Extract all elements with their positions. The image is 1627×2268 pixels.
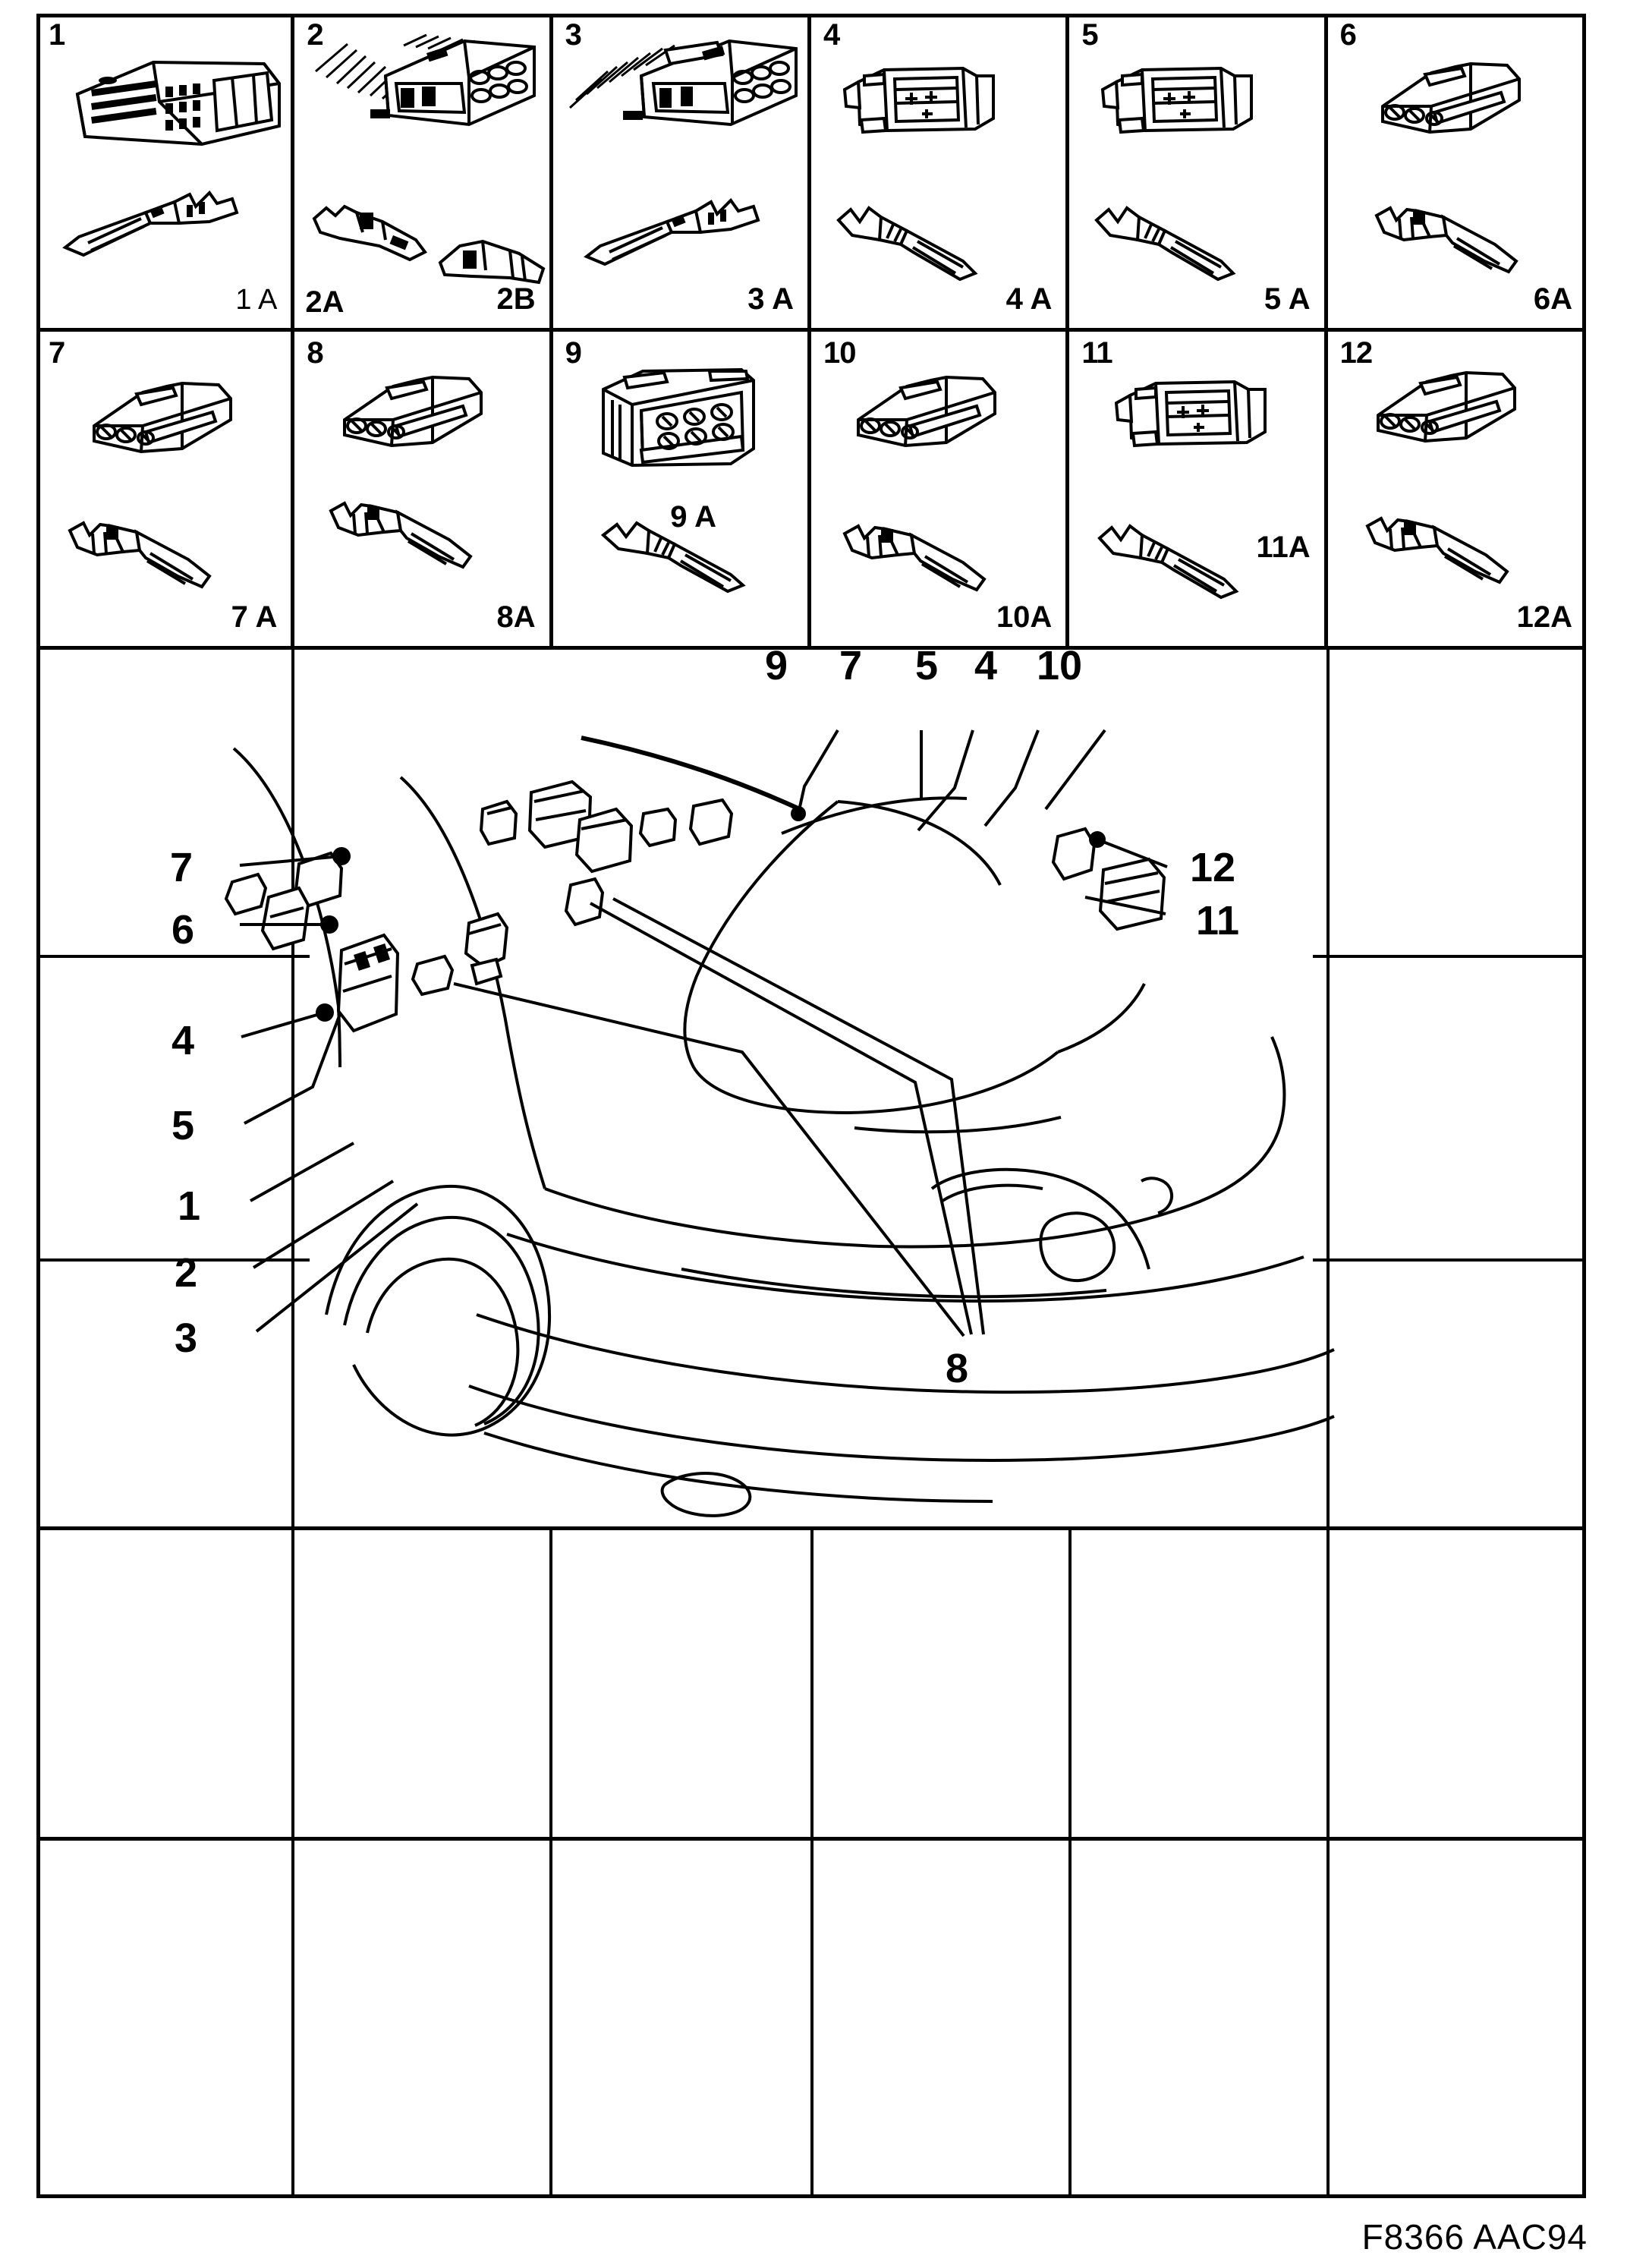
part-caption: 10A bbox=[996, 600, 1053, 634]
terminal-pin-art bbox=[328, 499, 495, 582]
part-index-label: 3 bbox=[565, 18, 582, 52]
grid-line-horizontal bbox=[1313, 1258, 1586, 1262]
part-caption-b: 2B bbox=[496, 282, 536, 316]
grid-line-horizontal bbox=[36, 1526, 1586, 1530]
grid-line-vertical bbox=[1326, 650, 1330, 1530]
terminal-pin-art bbox=[1092, 202, 1259, 285]
grid-line-vertical bbox=[291, 650, 294, 1530]
callout-left-7: 7 bbox=[170, 845, 194, 890]
connector-housing-art bbox=[855, 373, 1007, 456]
connector-housing-art bbox=[1375, 368, 1527, 452]
part-cell-2[interactable]: 2 bbox=[294, 14, 553, 332]
connector-housing-art bbox=[68, 47, 288, 153]
grid-line-vertical bbox=[1326, 1530, 1330, 2198]
callout-left-3: 3 bbox=[175, 1315, 198, 1361]
part-index-label: 11 bbox=[1081, 336, 1112, 370]
connector-housing-art bbox=[341, 373, 501, 456]
callout-top-10: 10 bbox=[1037, 643, 1083, 688]
lower-blank-grid bbox=[36, 1530, 1586, 2198]
callout-top-7: 7 bbox=[839, 643, 863, 688]
callout-left-6: 6 bbox=[172, 907, 195, 953]
terminal-pin-art bbox=[61, 188, 250, 264]
part-cell-11[interactable]: 11 bbox=[1069, 332, 1328, 650]
connector-housing-art bbox=[568, 32, 804, 153]
part-index-label: 1 bbox=[49, 18, 65, 52]
part-caption: 3 A bbox=[747, 282, 794, 316]
callout-left-1: 1 bbox=[178, 1183, 201, 1229]
terminal-pin-art bbox=[842, 521, 1009, 605]
terminal-pin-art bbox=[600, 512, 767, 596]
part-index-label: 8 bbox=[307, 336, 323, 370]
grid-line-vertical bbox=[810, 1530, 814, 2198]
terminal-pin-art bbox=[834, 202, 1001, 285]
terminal-pin-art bbox=[582, 194, 772, 270]
callout-bottom-8: 8 bbox=[946, 1346, 969, 1391]
part-cell-9[interactable]: 9 bbox=[552, 332, 811, 650]
part-index-label: 2 bbox=[307, 18, 323, 52]
callout-right-12: 12 bbox=[1190, 845, 1236, 890]
terminal-pin-art bbox=[1095, 520, 1262, 603]
part-cell-5[interactable]: 5 bbox=[1069, 14, 1328, 332]
callout-top-5: 5 bbox=[915, 643, 939, 688]
part-index-label: 12 bbox=[1339, 336, 1373, 370]
part-index-label: 7 bbox=[49, 336, 65, 370]
illustration-row: 9 7 5 4 10 7 6 4 5 1 2 3 12 11 8 bbox=[36, 645, 1586, 1530]
part-cell-4[interactable]: 4 bbox=[811, 14, 1070, 332]
grid-line-horizontal bbox=[36, 1258, 310, 1262]
part-caption: 12A bbox=[1516, 600, 1572, 634]
grid-line-horizontal bbox=[36, 1837, 1586, 1841]
parts-grid: 1 bbox=[36, 14, 1586, 650]
grid-line-vertical bbox=[549, 1530, 552, 2198]
connector-block-art bbox=[597, 365, 764, 471]
callout-left-2: 2 bbox=[175, 1250, 198, 1296]
grid-line-horizontal bbox=[36, 955, 310, 958]
connector-housing-art bbox=[842, 59, 1001, 150]
connector-housing-art bbox=[1380, 59, 1531, 143]
part-index-label: 9 bbox=[565, 336, 582, 370]
terminal-pin-art-a bbox=[310, 202, 439, 267]
callout-right-11: 11 bbox=[1196, 898, 1240, 943]
connector-housing-art bbox=[313, 30, 540, 152]
part-cell-7[interactable]: 7 bbox=[36, 332, 295, 650]
grid-line-horizontal bbox=[1313, 955, 1586, 958]
part-caption: 4 A bbox=[1005, 282, 1053, 316]
part-caption: 11A bbox=[1256, 531, 1311, 564]
grid-line-vertical bbox=[1068, 1530, 1072, 2198]
connector-housing-art bbox=[1113, 373, 1280, 464]
terminal-pin-art bbox=[1374, 203, 1540, 287]
part-cell-3[interactable]: 3 bbox=[552, 14, 811, 332]
terminal-pin-art bbox=[67, 518, 234, 602]
part-caption: 6A bbox=[1533, 282, 1572, 316]
callout-left-5: 5 bbox=[172, 1103, 195, 1148]
terminal-pin-art-b bbox=[437, 231, 549, 291]
plate-reference-code: F8366 AAC94 bbox=[1361, 2217, 1588, 2257]
part-index-label: 6 bbox=[1339, 18, 1357, 52]
callout-top-4: 4 bbox=[974, 643, 998, 688]
part-caption-a: 2A bbox=[305, 285, 345, 319]
part-caption: 9 A bbox=[670, 500, 716, 534]
callout-top-9: 9 bbox=[765, 643, 788, 688]
part-caption: 5 A bbox=[1264, 282, 1311, 316]
part-index-label: 4 bbox=[823, 18, 840, 52]
part-caption: 7 A bbox=[231, 600, 278, 634]
grid-line-vertical bbox=[291, 1530, 294, 2198]
part-cell-12[interactable]: 12 bbox=[1327, 332, 1586, 650]
part-caption: 1 A bbox=[235, 284, 278, 316]
part-cell-10[interactable]: 10 bbox=[811, 332, 1070, 650]
part-index-label: 5 bbox=[1081, 18, 1098, 52]
connector-housing-art bbox=[91, 379, 243, 462]
car-rear-illustration bbox=[150, 657, 1335, 1517]
terminal-pin-art bbox=[1364, 514, 1531, 597]
callout-left-4: 4 bbox=[172, 1018, 195, 1063]
part-cell-8[interactable]: 8 bbox=[294, 332, 553, 650]
part-cell-6[interactable]: 6 bbox=[1327, 14, 1586, 332]
part-cell-1[interactable]: 1 bbox=[36, 14, 295, 332]
part-index-label: 10 bbox=[823, 336, 856, 370]
connector-housing-art bbox=[1100, 59, 1259, 150]
part-caption: 8A bbox=[496, 600, 536, 634]
